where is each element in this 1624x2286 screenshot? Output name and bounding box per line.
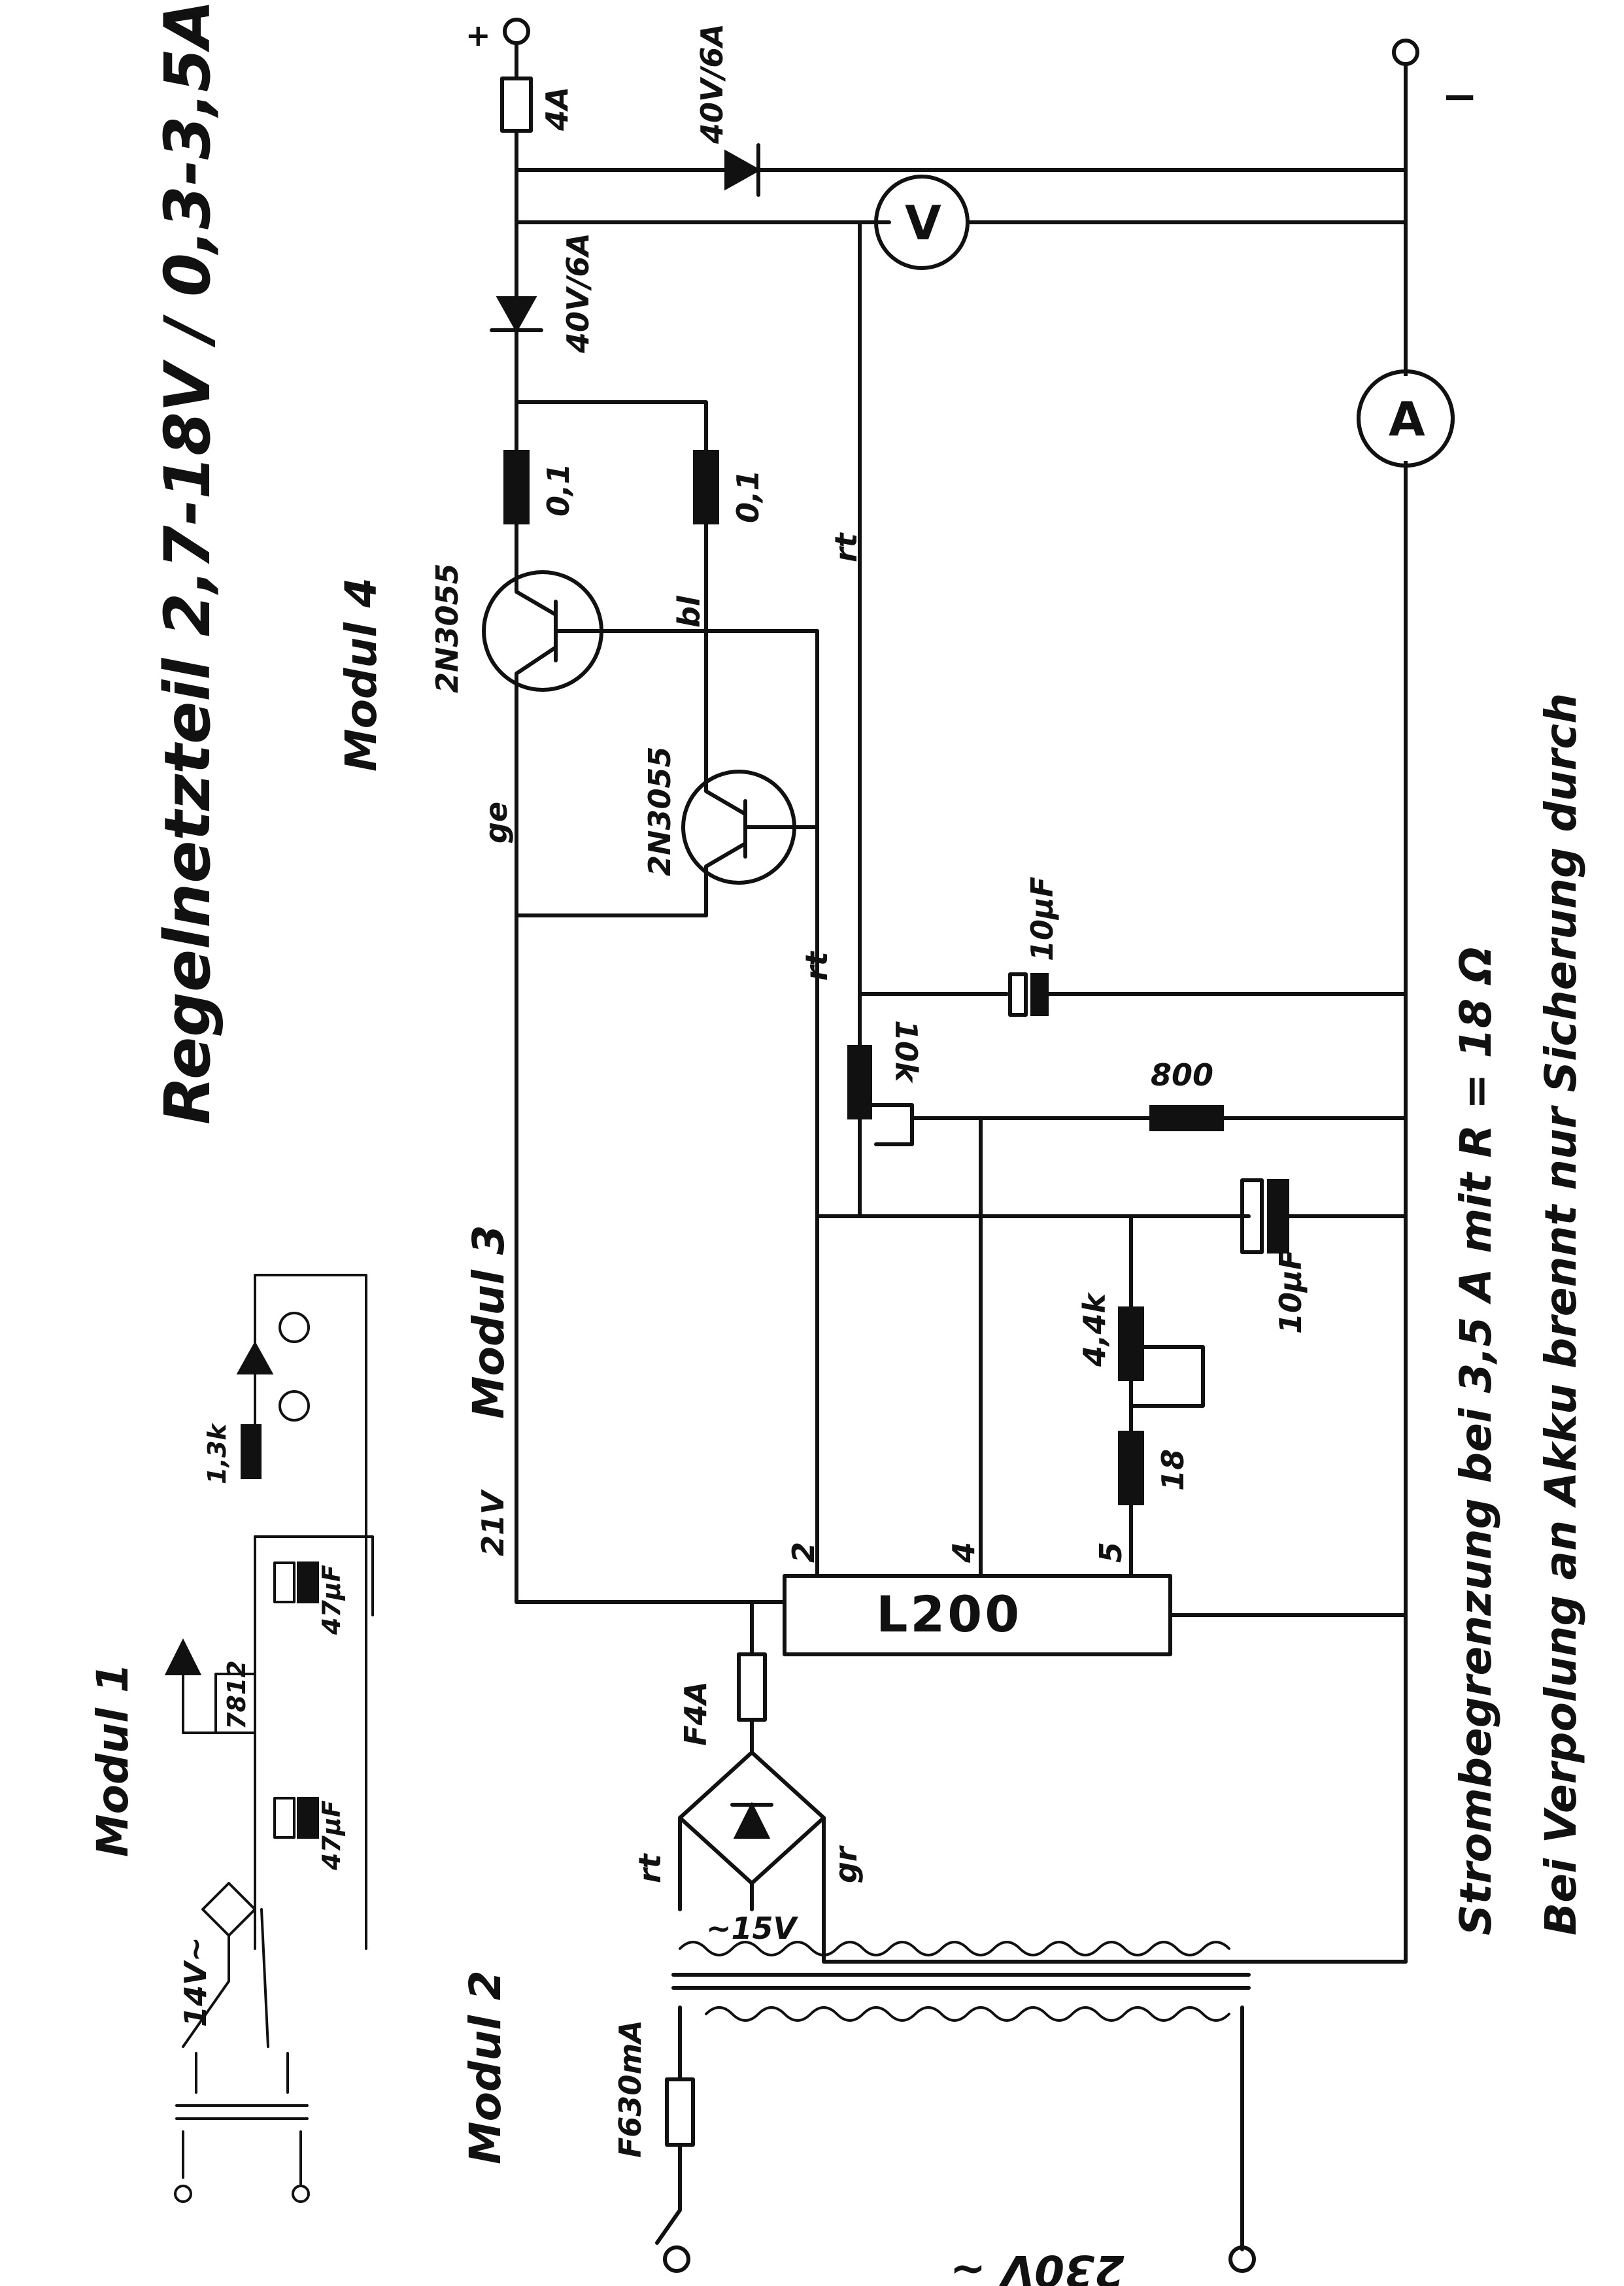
m1-indicator-1 — [279, 1390, 310, 1422]
ammeter-label: A — [1389, 392, 1425, 447]
m1-cap1-plate-2 — [297, 1561, 319, 1603]
mains-switch — [655, 2143, 682, 2245]
t2-type-label: 2N3055 — [642, 746, 677, 876]
m1-diode-symbol — [164, 1638, 202, 1675]
rev-diode-symbol — [724, 149, 762, 191]
m1-terminal-left — [174, 2185, 192, 2203]
m1-regulator-body — [214, 1673, 256, 1734]
m1-bridge — [201, 1882, 256, 1937]
ammeter-ring — [1357, 369, 1455, 468]
t1-type-label: 2N3055 — [430, 563, 465, 693]
m1-output-rail — [254, 1274, 367, 1950]
res-800-label: 800 — [1151, 1057, 1213, 1093]
t2-base-wire — [743, 629, 819, 829]
transformer-primary — [705, 2006, 1230, 2022]
m1-cap1-label: 47µF — [317, 1565, 346, 1635]
pot-10k-label: 10k — [888, 1020, 924, 1083]
pot-44k-label: 4,4k — [1077, 1292, 1112, 1367]
m1-cap2-plate-2 — [297, 1797, 319, 1839]
mains-terminal-right — [1228, 2245, 1256, 2273]
m1-transformer-secondary — [195, 2052, 289, 2094]
shunt-2-label: 0,1 — [730, 470, 766, 524]
output-fuse — [500, 77, 533, 133]
m1-resistor — [241, 1424, 262, 1479]
pot-10k-wiper — [869, 1103, 914, 1146]
m1-terminal-right — [292, 2185, 310, 2203]
cap-mid-plate-1 — [1240, 1178, 1264, 1254]
m1-top-rail — [254, 1535, 374, 1616]
m1-transformer-core — [175, 2104, 309, 2120]
bridge-negative-wire — [822, 1816, 1408, 1964]
pin-5-label: 5 — [1093, 1542, 1128, 1563]
m1-transformer-primary — [182, 2130, 302, 2185]
ac-15v-label: ~15V — [706, 1911, 799, 1946]
f630ma-label: F630mA — [613, 2020, 648, 2158]
wire-bl-label: bl — [671, 595, 707, 628]
pin-2-label: 2 — [786, 1542, 821, 1563]
m1-indicator-2 — [279, 1312, 310, 1343]
m1-ac-label: 14V~ — [178, 1937, 213, 2027]
series-diode-symbol — [496, 296, 537, 333]
m1-cap2-plate-1 — [273, 1797, 296, 1839]
f4a-fuse-body — [737, 1652, 767, 1722]
shunt-resistor-2 — [693, 450, 719, 524]
reverse-polarity-note: Bei Verpolung an Akku brennt nur Sicheru… — [1536, 693, 1586, 1936]
wire-rt-2-label: rt — [828, 532, 864, 562]
pot-44k-wiper — [1129, 1345, 1205, 1408]
t1-collector — [515, 645, 558, 689]
cap-mid-plate-2 — [1267, 1179, 1289, 1254]
plus-sign-label: + — [465, 18, 491, 53]
res-18-body — [1118, 1431, 1144, 1505]
m1-bridge-leads — [182, 1908, 269, 2048]
module-3-label: Modul 3 — [464, 1225, 514, 1419]
pin-4-label: 4 — [946, 1542, 981, 1563]
bridge-diode-symbol — [733, 1801, 771, 1839]
res-800-body — [1149, 1105, 1224, 1131]
m1-cap1-plate-1 — [273, 1561, 296, 1603]
mains-terminal-left — [663, 2245, 690, 2273]
t2-collector — [704, 842, 747, 917]
pot-10k-body — [847, 1045, 872, 1119]
m1-cap2-label: 47µF — [317, 1800, 346, 1871]
wire-ge-label: ge — [479, 802, 514, 844]
minus-terminal — [1392, 39, 1419, 66]
current-limit-note: Strombegrenzung bei 3,5 A mit R = 18 Ω — [1451, 947, 1501, 1936]
l200-ic-label: L200 — [876, 1585, 1022, 1643]
minus-sign-label: − — [1442, 71, 1478, 122]
t2-emitter — [704, 770, 747, 816]
transformer-secondary — [679, 1941, 1230, 1956]
ammeter-bg — [1363, 376, 1448, 461]
series-diode-label: 40V/6A — [560, 233, 596, 354]
m1-resistor-label: 1,3k — [203, 1422, 231, 1484]
cap-top-plate-2 — [1030, 973, 1049, 1016]
f4a-label: F4A — [678, 1681, 713, 1746]
output-fuse-label: 4A — [539, 86, 575, 131]
shunt-resistor-1 — [503, 450, 530, 524]
module-4-label: Modul 4 — [336, 577, 386, 772]
shunt-parallel-wire — [515, 400, 708, 453]
module-2-label: Modul 2 — [460, 1970, 511, 2164]
voltmeter-label: V — [905, 196, 941, 250]
mains-voltage-label: 230V ~ — [950, 2245, 1125, 2286]
shunt-1-label: 0,1 — [541, 464, 576, 517]
wire-gr-label: gr — [828, 1845, 864, 1883]
cap-top-label: 10µF — [1024, 877, 1060, 961]
pot-44k-body — [1118, 1306, 1144, 1381]
title-text: Regelnetzteil 2,7-18V / 0,3-3,5A — [151, 0, 224, 1125]
rev-diode-label: 40V/6A — [694, 24, 730, 145]
m1-regulator-label: 7812 — [222, 1660, 251, 1730]
cap-mid-label: 10µF — [1273, 1250, 1308, 1334]
res-18-label: 18 — [1155, 1449, 1191, 1491]
input-21v-label: 21V — [475, 1489, 511, 1556]
wire-rt-3-label: rt — [632, 1852, 668, 1883]
plus-terminal — [503, 18, 530, 45]
cap-top-plate-1 — [1008, 972, 1028, 1017]
module-1-label: Modul 1 — [88, 1663, 138, 1857]
f630ma-fuse-body — [665, 2077, 695, 2147]
t1-emitter — [515, 573, 558, 617]
